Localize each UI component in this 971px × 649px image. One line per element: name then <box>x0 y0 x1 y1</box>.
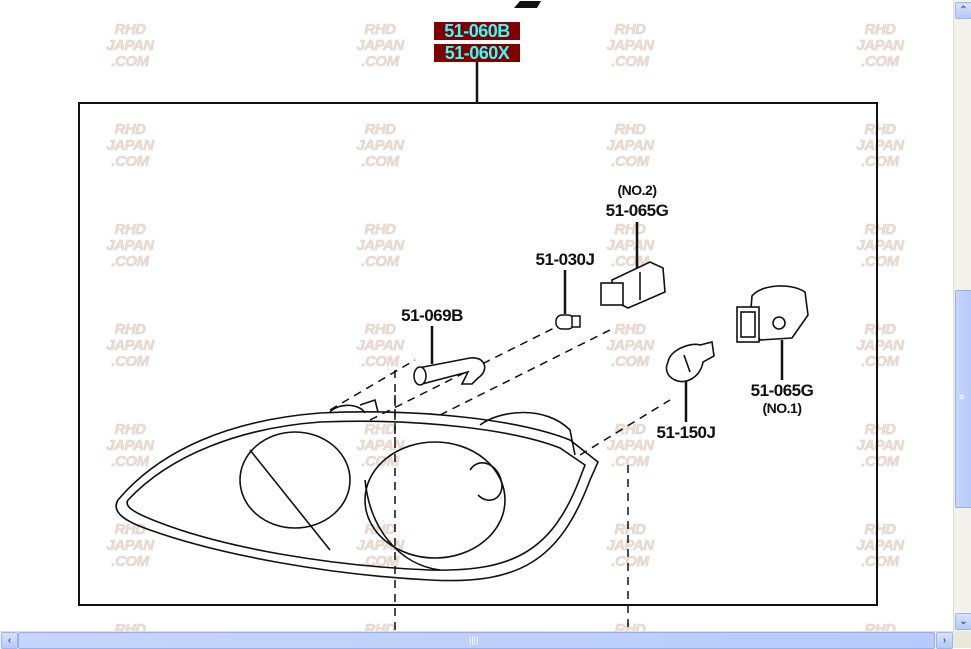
chevron-left-icon[interactable]: ‹ <box>1 632 18 649</box>
small-bulb-part <box>555 314 581 330</box>
headlamp-housing <box>115 398 599 582</box>
assembly-frame <box>78 102 878 606</box>
grip-icon: ≡ <box>959 392 965 402</box>
chevron-right-icon[interactable]: › <box>936 632 953 649</box>
horizontal-scrollbar[interactable]: ‹ |||| › <box>0 631 953 649</box>
socket-no1-part-number[interactable]: 51-065G <box>750 381 814 400</box>
leader-lines <box>430 222 784 422</box>
socket-no1-part <box>736 285 809 343</box>
top-fragment <box>514 1 541 8</box>
assembly-part-number-b[interactable]: 51-060B <box>434 22 520 40</box>
grip-icon: |||| <box>469 635 479 645</box>
dashed-guides <box>329 324 671 631</box>
socket-no2-part <box>600 261 666 309</box>
horizontal-scroll-thumb[interactable]: |||| <box>18 632 935 649</box>
vertical-scrollbar[interactable]: ⌃ ≡ ⌄ <box>953 0 971 631</box>
socket-no1-qualifier: (NO.1) <box>762 400 803 416</box>
small-bulb-part-number[interactable]: 51-030J <box>535 250 595 269</box>
assembly-part-number-x[interactable]: 51-060X <box>434 44 520 62</box>
wedge-bulb-part <box>665 341 715 383</box>
headlamp-diagram <box>78 1 878 631</box>
vertical-scroll-thumb[interactable]: ≡ <box>955 290 971 508</box>
socket-no2-qualifier: (NO.2) <box>617 182 658 198</box>
wedge-bulb-part-number[interactable]: 51-150J <box>656 423 716 442</box>
chevron-up-icon[interactable]: ⌃ <box>955 2 971 19</box>
chevron-down-icon[interactable]: ⌄ <box>955 613 971 630</box>
hose-part-number[interactable]: 51-069B <box>401 306 463 325</box>
scrollbar-corner <box>953 631 971 648</box>
hose-part <box>413 357 486 386</box>
socket-no2-part-number[interactable]: 51-065G <box>605 201 669 220</box>
